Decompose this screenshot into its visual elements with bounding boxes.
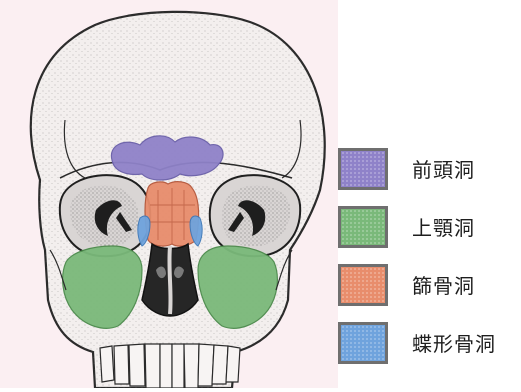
legend-label: 蝶形骨洞 <box>412 328 496 357</box>
legend-label: 篩骨洞 <box>412 270 475 299</box>
legend-item-3: 蝶形骨洞 <box>338 322 521 368</box>
ethmoid-sinus-swatch <box>338 264 388 306</box>
legend-item-2: 篩骨洞 <box>338 264 521 310</box>
nasal-septum <box>169 246 170 314</box>
maxillary-sinus-swatch <box>338 206 388 248</box>
legend-item-1: 上顎洞 <box>338 206 521 252</box>
legend-label: 上顎洞 <box>412 212 475 241</box>
upper-teeth <box>100 344 240 388</box>
legend-item-0: 前頭洞 <box>338 148 521 194</box>
frontal-sinus <box>111 136 223 180</box>
sphenoid-sinus-swatch <box>338 322 388 364</box>
frontal-sinus-swatch <box>338 148 388 190</box>
legend-label: 前頭洞 <box>412 154 475 183</box>
